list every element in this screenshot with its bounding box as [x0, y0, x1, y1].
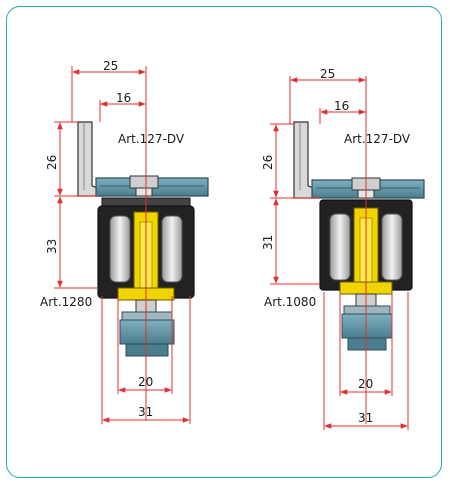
- right-dimensions: [270, 76, 409, 430]
- right-bracket-label: Art.127-DV: [344, 132, 411, 146]
- left-dim-top-width: 25: [103, 59, 118, 73]
- right-dim-top-width: 25: [320, 67, 335, 81]
- left-dim-height-body: 33: [45, 239, 59, 254]
- right-dim-height-top: 26: [261, 155, 275, 170]
- left-dim-height-top: 26: [45, 155, 59, 170]
- left-bracket: [77, 121, 209, 197]
- right-dim-height-body: 31: [261, 235, 275, 250]
- right-bracket: [293, 121, 425, 199]
- left-bracket-label: Art.127-DV: [118, 132, 185, 146]
- left-hanger: [119, 299, 175, 357]
- right-assembly: [270, 76, 425, 430]
- figure-frame: [6, 6, 442, 478]
- right-dim-base-inner: 20: [358, 377, 373, 391]
- right-dim-top-inner: 16: [334, 99, 349, 113]
- left-dimensions: [54, 66, 191, 424]
- left-dim-base-inner: 20: [138, 375, 153, 389]
- right-dim-base-outer: 31: [358, 411, 373, 425]
- left-dim-base-outer: 31: [138, 405, 153, 419]
- right-carriage-label: Art.1080: [264, 295, 316, 309]
- right-hanger: [341, 293, 393, 351]
- left-assembly: [54, 66, 209, 424]
- left-dim-top-inner: 16: [116, 91, 131, 105]
- left-carriage-label: Art.1280: [40, 295, 92, 309]
